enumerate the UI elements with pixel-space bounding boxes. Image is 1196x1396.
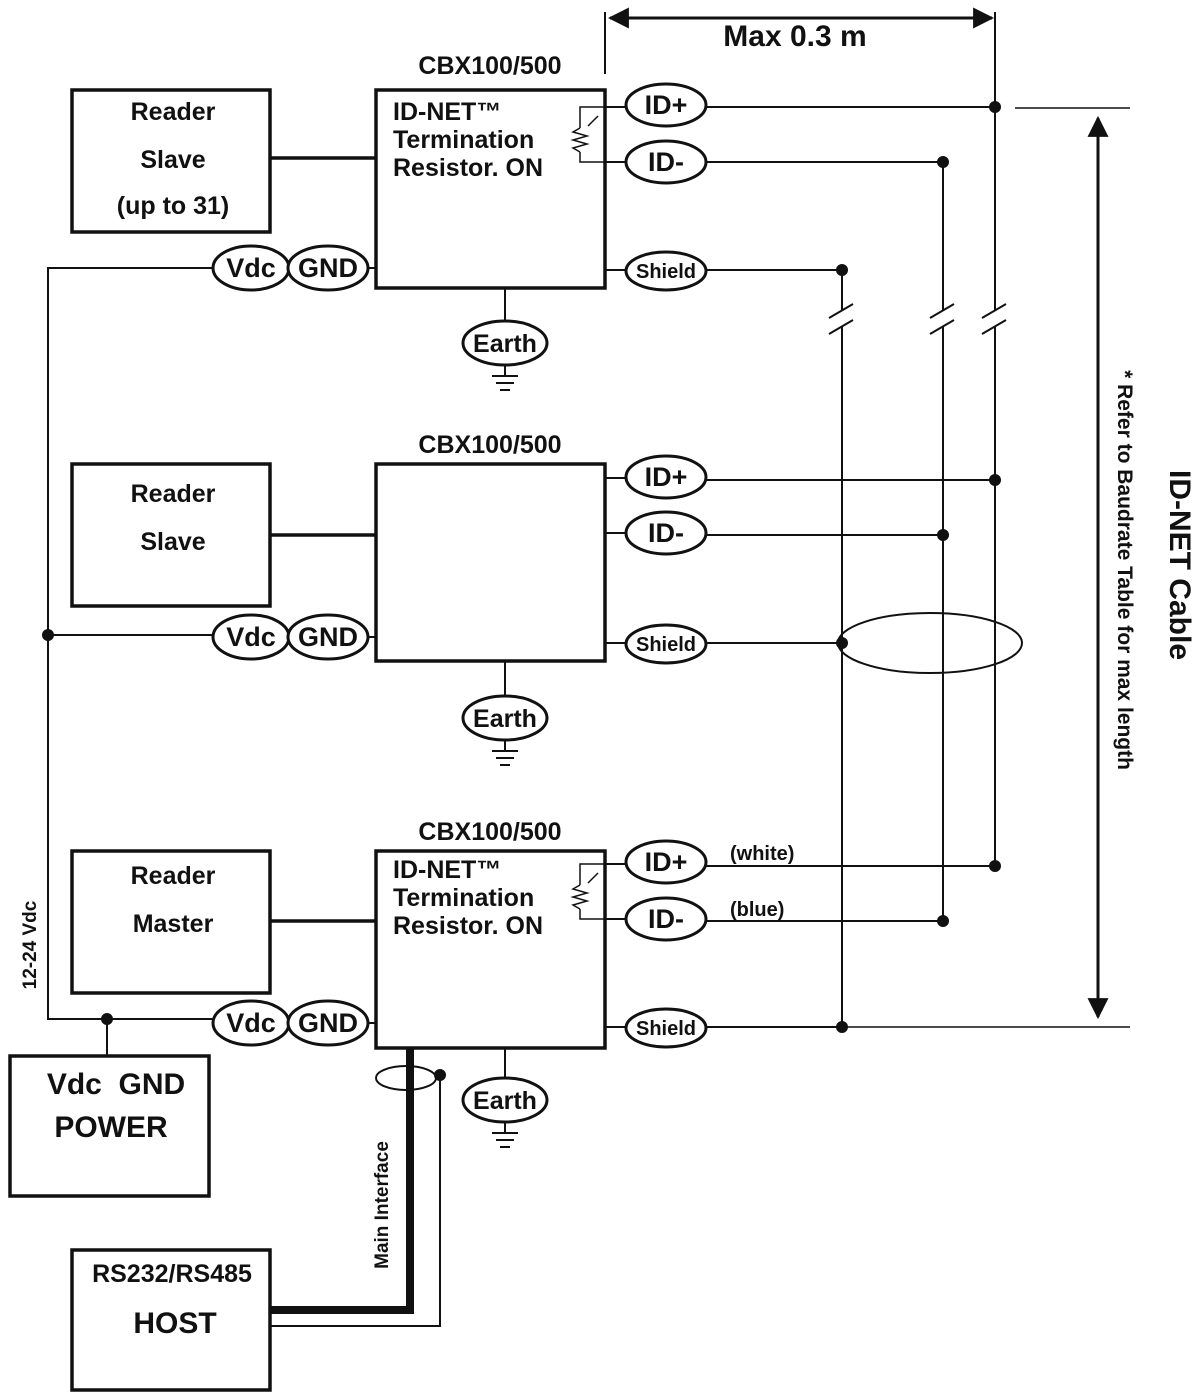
main-interface-cable: Main Interface [270, 1048, 446, 1327]
unit-slave-top: CBX100/500 Reader Slave (up to 31) ID-NE… [70, 52, 1001, 391]
shield-terminal: Shield [636, 1018, 696, 1040]
vdc-terminal: Vdc [226, 253, 276, 283]
unit-master: CBX100/500 Reader Master ID-NET™ Termina… [70, 818, 1001, 1148]
power-supply-box: Vdc GND POWER [8, 1054, 211, 1198]
reader-role: Master [133, 910, 214, 938]
id-minus-terminal: ID- [648, 147, 684, 177]
id-plus-terminal: ID+ [645, 847, 688, 877]
earth-terminal: Earth [473, 1087, 537, 1115]
vdc-terminal: Vdc [226, 1008, 276, 1038]
unit-title: CBX100/500 [418, 818, 561, 846]
termination-title: ID-NET™ [393, 856, 501, 884]
ground-icon [492, 1122, 518, 1148]
power-label: POWER [54, 1111, 168, 1144]
shield-terminal: Shield [636, 634, 696, 656]
reader-role: Slave [140, 146, 205, 174]
shield-terminal: Shield [636, 261, 696, 283]
reader-count-note: (up to 31) [117, 192, 230, 220]
unit-title: CBX100/500 [418, 431, 561, 459]
termination-state: Resistor. ON [393, 154, 543, 182]
host-interface-label: RS232/RS485 [92, 1260, 252, 1288]
termination-resistor-icon [570, 106, 605, 163]
ground-icon [492, 365, 518, 391]
id-plus-wire-color: (white) [730, 843, 794, 865]
termination-resistor-icon [570, 863, 605, 920]
vdc-terminal: Vdc [226, 622, 276, 652]
main-interface-label: Main Interface [372, 1141, 393, 1269]
termination-label: Termination [393, 126, 534, 154]
cable-length-dimension: * Refer to Baudrate Table for max length… [845, 107, 1196, 1028]
power-supply-wiring: 12-24 Vdc [20, 267, 213, 1056]
gnd-terminal: GND [298, 253, 358, 283]
gnd-terminal: GND [298, 622, 358, 652]
id-minus-terminal: ID- [648, 904, 684, 934]
supply-voltage-label: 12-24 Vdc [20, 900, 41, 989]
termination-state: Resistor. ON [393, 912, 543, 940]
earth-terminal: Earth [473, 705, 537, 733]
baudrate-note: * Refer to Baudrate Table for max length [1113, 370, 1136, 770]
max-length-dimension: Max 0.3 m [604, 7, 995, 74]
termination-title: ID-NET™ [393, 98, 501, 126]
unit-slave-middle: CBX100/500 Reader Slave ID+ ID- Shield V… [70, 431, 1001, 766]
id-plus-terminal: ID+ [645, 90, 688, 120]
ground-icon [492, 740, 518, 766]
unit-title: CBX100/500 [418, 52, 561, 80]
reader-label: Reader [131, 98, 216, 126]
id-net-cable-label: ID-NET Cable [1163, 470, 1196, 660]
id-minus-wire-color: (blue) [730, 899, 784, 921]
reader-role: Slave [140, 528, 205, 556]
id-minus-terminal: ID- [648, 518, 684, 548]
host-box: RS232/RS485 HOST [70, 1248, 272, 1392]
termination-label: Termination [393, 884, 534, 912]
host-label: HOST [133, 1307, 216, 1340]
power-terminals-label: Vdc GND [47, 1068, 185, 1101]
max-length-label: Max 0.3 m [723, 20, 866, 53]
reader-label: Reader [131, 480, 216, 508]
reader-label: Reader [131, 862, 216, 890]
earth-terminal: Earth [473, 330, 537, 358]
gnd-terminal: GND [298, 1008, 358, 1038]
id-plus-terminal: ID+ [645, 462, 688, 492]
bus-lines [828, 12, 1023, 1027]
